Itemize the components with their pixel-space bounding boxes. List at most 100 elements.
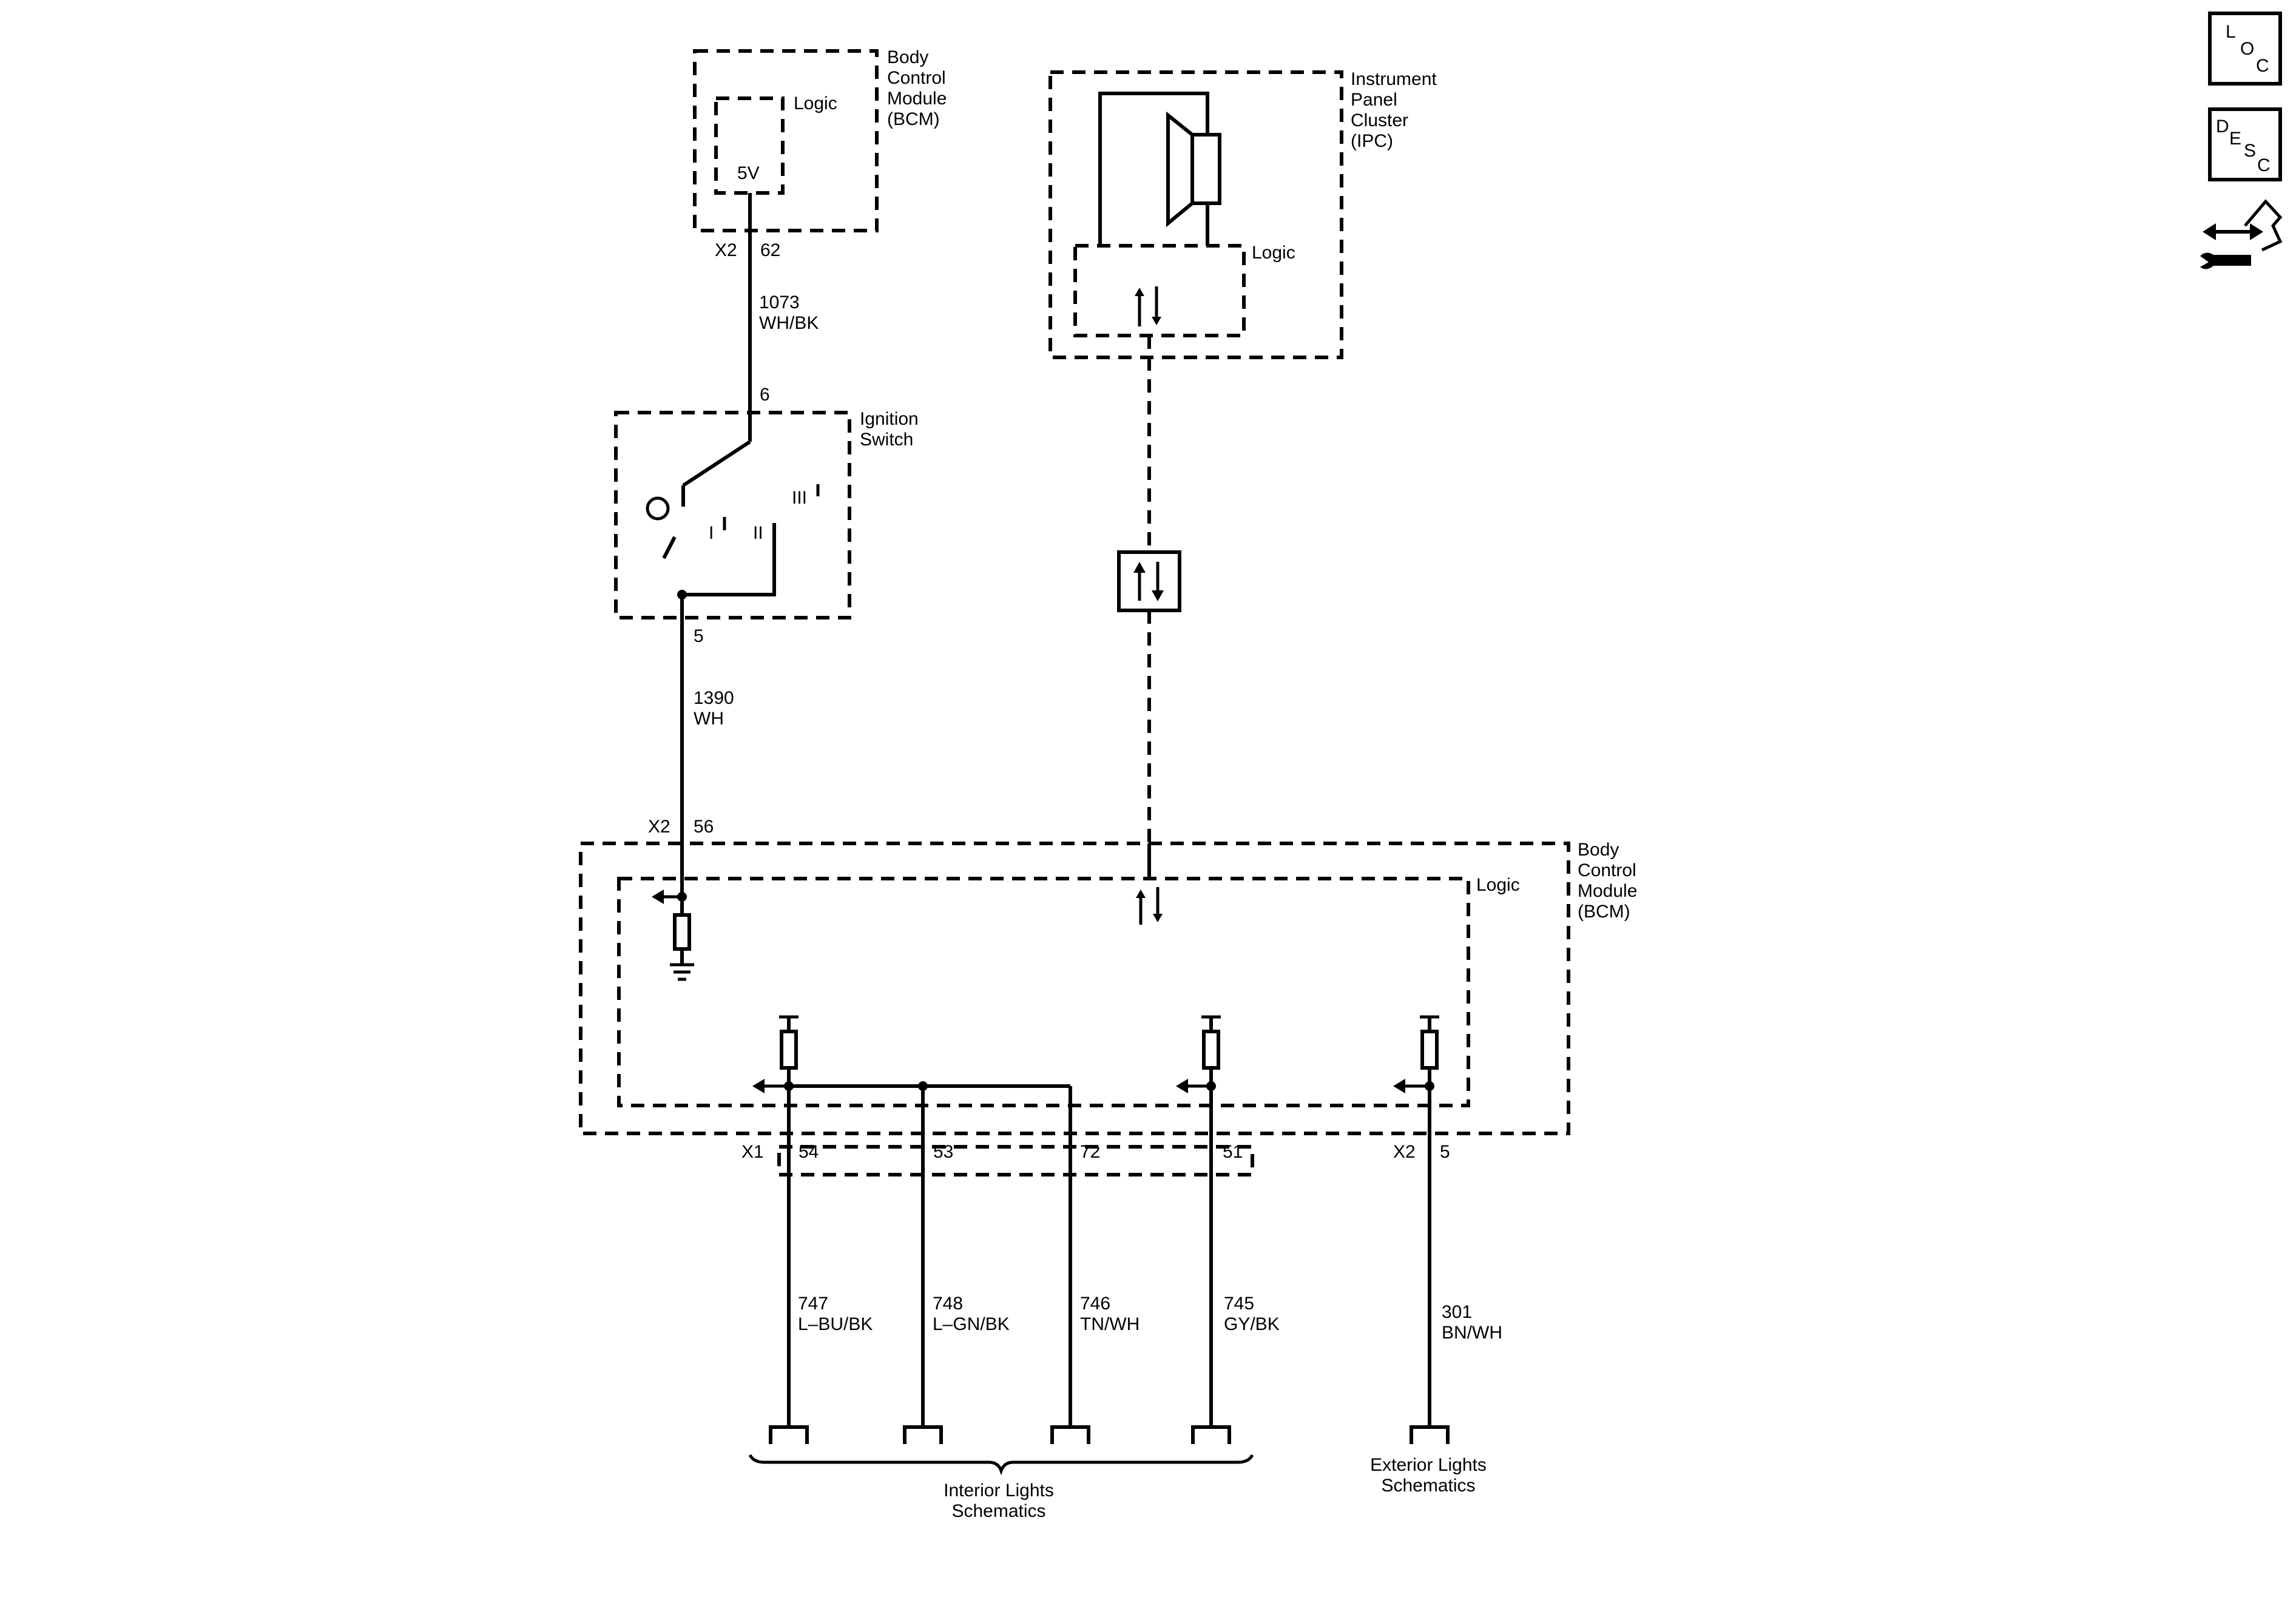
pin-51: 51 <box>1223 1142 1243 1162</box>
ignition-switch-blade <box>662 536 677 559</box>
ignition-name-2: Switch <box>860 430 913 450</box>
interior-dest-1: Interior Lights <box>944 1480 1054 1501</box>
wire-747: 747 L–BU/BK <box>769 1086 873 1444</box>
x1-connector-outline <box>777 1145 1254 1176</box>
wire-746-circuit: 746 <box>1080 1294 1110 1314</box>
wire-301-circuit: 301 <box>1442 1302 1472 1322</box>
x2-connector-label: X2 <box>1393 1142 1416 1162</box>
wire-746: 746 TN/WH <box>1050 1086 1140 1444</box>
ignition-name-1: Ignition <box>860 409 919 429</box>
bottom-bcm-input-pin: 56 <box>694 817 714 837</box>
svg-text:O: O <box>2240 39 2254 59</box>
top-bcm-pin: 62 <box>760 240 780 260</box>
ignition-key-icon <box>646 496 670 521</box>
ipc-chime-feed <box>1098 92 1209 246</box>
ignition-input-circuit <box>652 890 694 981</box>
ipc-logic-box <box>1073 244 1246 337</box>
top-bcm-name-4: (BCM) <box>887 109 940 129</box>
top-bcm-outline <box>693 49 879 232</box>
ipc-name-1: Instrument <box>1351 69 1437 89</box>
ipc-data-arrows-icon <box>1135 286 1161 326</box>
svg-text:D: D <box>2216 116 2229 137</box>
ignition-switch-arm <box>682 440 751 487</box>
wire-748-circuit: 748 <box>933 1294 963 1314</box>
bcm-data-arrows-icon <box>1136 887 1163 925</box>
pin-72: 72 <box>1080 1142 1100 1162</box>
svg-text:E: E <box>2229 129 2241 149</box>
wire-1390-color: WH <box>694 709 724 729</box>
bottom-bcm-name-4: (BCM) <box>1578 902 1630 922</box>
ignition-pin-out: 5 <box>694 626 704 646</box>
ignition-pos-3: III <box>792 488 807 508</box>
top-bcm-connector: X2 <box>715 240 737 260</box>
connector-tool-icon[interactable] <box>2200 199 2283 269</box>
connector-747-icon <box>769 1425 809 1444</box>
top-bcm-logic-box <box>714 96 785 195</box>
bottom-bcm-input-connector: X2 <box>648 817 670 837</box>
top-bcm-name-3: Module <box>887 89 947 109</box>
speaker-icon <box>1190 133 1221 205</box>
ipc-name-4: (IPC) <box>1351 131 1393 151</box>
top-bcm: Logic 5V Body Control Module (BCM) X2 62 <box>693 47 947 260</box>
wire-1073-color: WH/BK <box>759 313 819 333</box>
instrument-panel-cluster: Instrument Panel Cluster (IPC) Logic <box>1048 69 1437 359</box>
wire-1073-circuit: 1073 <box>759 292 800 312</box>
connector-746-icon <box>1050 1425 1090 1444</box>
pin-53: 53 <box>933 1142 953 1162</box>
ipc-logic-label: Logic <box>1252 243 1295 263</box>
wire-747-color: L–BU/BK <box>798 1314 873 1334</box>
bottom-bcm-name-3: Module <box>1578 881 1637 901</box>
wire-745-circuit: 745 <box>1224 1294 1254 1314</box>
ignition-run-contact <box>682 523 776 596</box>
serial-data-icon <box>1117 550 1181 612</box>
bottom-bcm-outline <box>579 842 1570 1135</box>
ipc-outline <box>1048 70 1343 359</box>
bottom-bcm-logic-label: Logic <box>1476 875 1520 895</box>
wire-748-color: L–GN/BK <box>933 1314 1010 1334</box>
loc-icon[interactable]: L O C <box>2208 12 2282 86</box>
wire-301: 301 BN/WH <box>1410 1086 1502 1444</box>
output-driver-interior-b <box>1176 1015 1221 1093</box>
pin-5: 5 <box>1440 1142 1450 1162</box>
interior-dest-2: Schematics <box>951 1501 1045 1521</box>
speaker-cone-icon <box>1166 111 1194 228</box>
top-bcm-5v-label: 5V <box>737 163 760 183</box>
ipc-name-3: Cluster <box>1351 110 1408 130</box>
ipc-name-2: Panel <box>1351 90 1397 110</box>
wire-746-color: TN/WH <box>1080 1314 1140 1334</box>
connector-745-icon <box>1191 1425 1231 1444</box>
ignition-switch: 6 Ignition Switch I II III 5 <box>614 385 919 646</box>
output-driver-exterior <box>1393 1015 1439 1093</box>
top-bcm-name-2: Control <box>887 68 946 88</box>
connector-301-icon <box>1410 1425 1450 1444</box>
desc-icon[interactable]: D E S C <box>2208 107 2282 181</box>
output-driver-interior-a <box>752 1015 1070 1093</box>
ignition-pin-in: 6 <box>760 385 770 405</box>
svg-text:C: C <box>2256 56 2269 76</box>
connector-748-icon <box>903 1425 943 1444</box>
bottom-bcm-logic-box <box>617 877 1470 1107</box>
wire-745: 745 GY/BK <box>1191 1086 1280 1444</box>
svg-text:S: S <box>2244 141 2256 161</box>
bottom-bcm-name-2: Control <box>1578 860 1636 880</box>
ignition-pos-1: I <box>709 523 714 543</box>
bottom-bcm: Logic Body Control Module (BCM) X2 56 <box>579 817 1637 1135</box>
top-bcm-logic-label: Logic <box>794 93 837 113</box>
exterior-dest-1: Exterior Lights <box>1370 1455 1487 1475</box>
ignition-pos-2: II <box>753 523 763 543</box>
wire-1390-circuit: 1390 <box>694 688 734 708</box>
wire-748: 748 L–GN/BK <box>903 1086 1010 1444</box>
wire-747-circuit: 747 <box>798 1294 828 1314</box>
wire-301-color: BN/WH <box>1442 1323 1502 1343</box>
top-bcm-name-1: Body <box>887 47 928 67</box>
svg-text:L: L <box>2226 22 2236 42</box>
wire-745-color: GY/BK <box>1224 1314 1280 1334</box>
pin-54: 54 <box>799 1142 819 1162</box>
bottom-bcm-name-1: Body <box>1578 840 1619 860</box>
exterior-dest-2: Schematics <box>1381 1476 1475 1496</box>
x1-connector-label: X1 <box>741 1142 764 1162</box>
interior-brace <box>748 1454 1254 1476</box>
svg-text:C: C <box>2257 155 2271 175</box>
ignition-switch-outline <box>614 411 851 619</box>
